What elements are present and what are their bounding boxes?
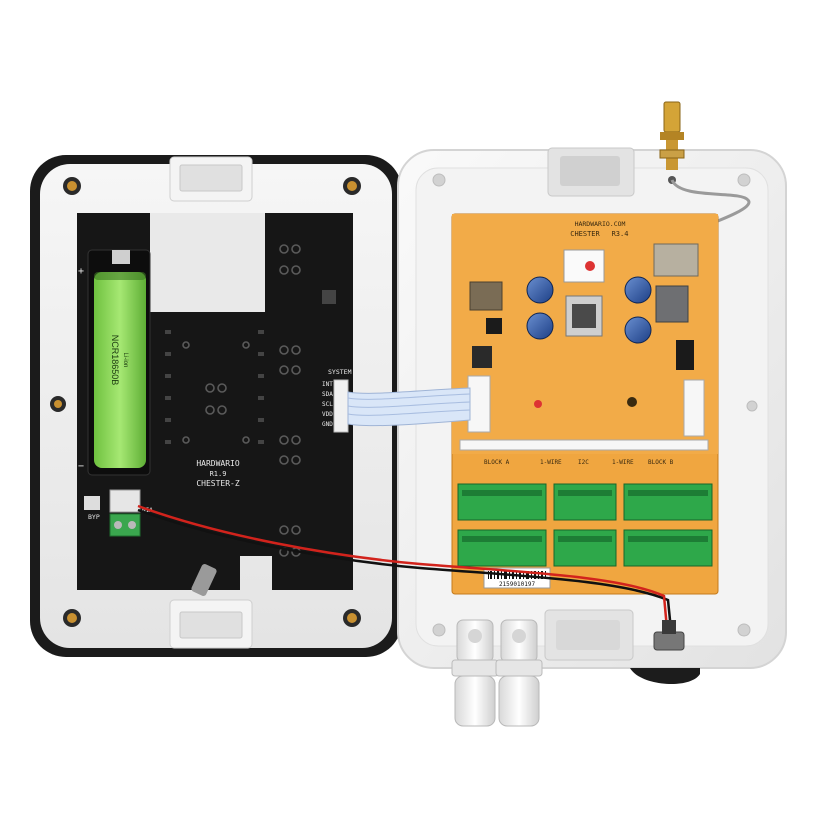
capacitor-icon: [526, 276, 652, 344]
right-pcb: HARDWARIO.COM CHESTER R3.4 BLOCK A 1-WIR…: [451, 213, 719, 595]
auth-chip: [563, 249, 605, 283]
serial-number: 2159010197: [499, 581, 536, 588]
battery-chemistry: Li-ion: [122, 353, 128, 368]
svg-text:BLOCK A: BLOCK A: [484, 459, 510, 466]
battery-cell: NCR18650B Li-ion: [94, 272, 146, 468]
svg-text:BLOCK B: BLOCK B: [648, 459, 674, 466]
svg-text:1-WIRE: 1-WIRE: [540, 459, 562, 466]
terminal-labels: BLOCK A 1-WIRE I2C 1-WIRE BLOCK B: [484, 459, 674, 466]
tamper-port[interactable]: [683, 379, 705, 437]
power-connector[interactable]: [109, 489, 141, 513]
right-pcb-revision: R3.4: [612, 230, 629, 238]
terminal-header: [459, 439, 709, 451]
right-pcb-brand: HARDWARIO.COM: [575, 220, 626, 228]
switch[interactable]: [676, 340, 694, 370]
battery-plus-label: +: [78, 266, 84, 277]
cable-gland-icon: [451, 619, 543, 727]
bypass-label: BYP: [88, 513, 100, 521]
battery-model: NCR18650B: [110, 335, 120, 386]
power-terminal[interactable]: [109, 513, 141, 537]
right-pcb-model: CHESTER: [570, 230, 600, 238]
svg-text:I2C: I2C: [578, 459, 589, 466]
ribbon-cable: [347, 387, 471, 427]
svg-text:GND: GND: [322, 421, 333, 428]
left-pcb-model: CHESTER-Z: [196, 479, 240, 488]
standoff: [191, 564, 217, 596]
left-pcb-revision: R1.9: [210, 470, 227, 478]
system-header-pins: INT SDA SCL VDD GND: [322, 381, 333, 428]
system-header-label: SYSTEM: [328, 368, 352, 376]
power-wire-black: [137, 508, 674, 641]
pad-array: [182, 244, 301, 557]
lte-module: [653, 243, 699, 277]
svg-text:INT: INT: [322, 381, 333, 388]
system-port[interactable]: [467, 375, 491, 433]
lid-screw-icon: [50, 177, 361, 627]
left-pcb-brand: HARDWARIO: [196, 459, 240, 468]
power-wire-red: [137, 504, 670, 641]
modem-chip: [655, 285, 689, 323]
svg-text:SDA: SDA: [322, 391, 333, 398]
svg-text:VDD: VDD: [322, 411, 333, 418]
svg-text:SCL: SCL: [322, 401, 333, 408]
svg-text:1-WIRE: 1-WIRE: [612, 459, 634, 466]
battery-minus-label: −: [78, 461, 84, 472]
dc-plug[interactable]: [630, 620, 700, 685]
system-connector[interactable]: [333, 379, 349, 433]
radio-module: [469, 281, 503, 311]
